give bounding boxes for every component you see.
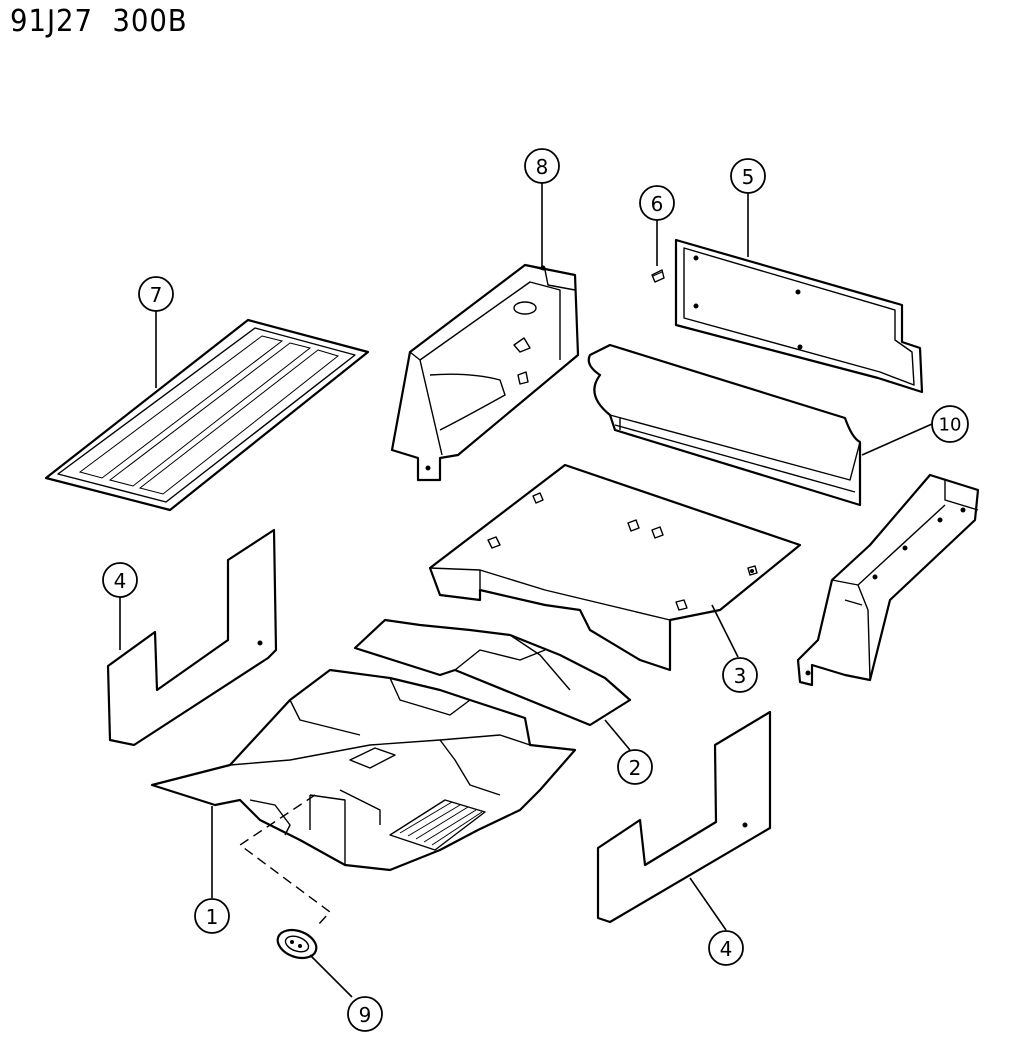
- svg-text:2: 2: [629, 756, 642, 780]
- callout-8: 8: [524, 148, 560, 184]
- part-9-location-line: [238, 794, 332, 926]
- callout-7: 7: [138, 276, 174, 312]
- part-1-front-floor-carpet: [150, 668, 577, 872]
- callout-10: 10: [931, 405, 969, 443]
- svg-text:10: 10: [939, 415, 962, 436]
- part-9-floor-plug: [276, 928, 318, 960]
- part-10-rear-trim: [587, 343, 862, 507]
- svg-text:8: 8: [536, 155, 549, 179]
- svg-text:1: 1: [206, 905, 219, 929]
- part-5-rear-panel: [674, 238, 924, 394]
- callout-5: 5: [730, 158, 766, 194]
- part-4-right-side-panel: [596, 710, 772, 924]
- svg-text:7: 7: [150, 283, 163, 307]
- svg-text:5: 5: [742, 165, 755, 189]
- callout-1: 1: [194, 898, 230, 934]
- part-2-front-floor-mat: [353, 618, 632, 727]
- callout-4-right: 4: [708, 930, 744, 966]
- callout-2: 2: [617, 749, 653, 785]
- svg-text:6: 6: [651, 192, 664, 216]
- part-7-cargo-mat: [44, 318, 370, 512]
- svg-text:3: 3: [734, 664, 747, 688]
- right-wheelhouse-panel: [796, 473, 980, 687]
- callout-6: 6: [639, 185, 675, 221]
- svg-text:4: 4: [720, 937, 733, 961]
- part-3-rear-floor-carpet: [428, 463, 802, 672]
- part-8-wheelhouse-panel: [390, 263, 580, 482]
- part-4-left-side-panel: [106, 528, 278, 747]
- heel-pad: [389, 799, 486, 851]
- callout-9: 9: [347, 996, 383, 1032]
- svg-text:4: 4: [114, 569, 127, 593]
- svg-text:9: 9: [359, 1003, 372, 1027]
- part-6-fastener: [651, 269, 665, 283]
- callout-3: 3: [722, 657, 758, 693]
- callout-4-left: 4: [102, 562, 138, 598]
- leader-lines: [119, 183, 933, 998]
- figure-code: 91J27 300B: [10, 4, 188, 39]
